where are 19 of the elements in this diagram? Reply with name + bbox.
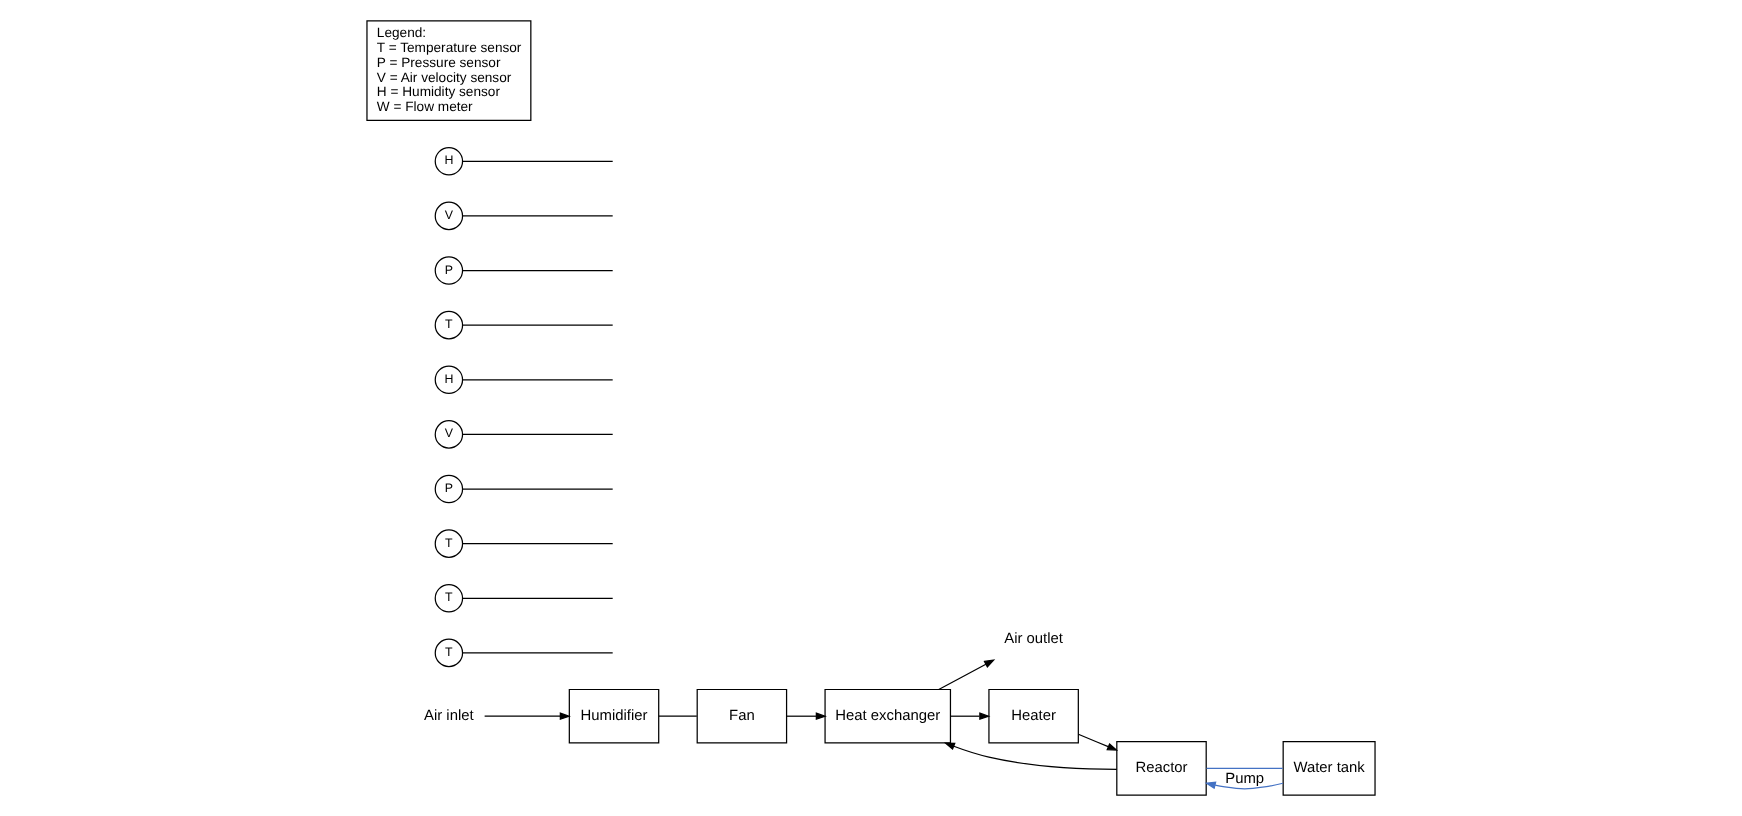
arrow <box>1204 781 1284 790</box>
arrow <box>1077 733 1119 751</box>
connector <box>1205 767 1284 769</box>
arrow <box>484 712 571 721</box>
connector <box>462 433 614 435</box>
connector <box>462 215 614 217</box>
arrow <box>950 712 991 721</box>
arrow <box>786 712 827 721</box>
connector <box>462 269 614 272</box>
connector <box>462 324 614 326</box>
connector <box>462 652 614 654</box>
connector <box>462 379 614 381</box>
connector <box>462 160 614 162</box>
arrow <box>938 659 996 691</box>
connector <box>658 715 698 717</box>
arrow <box>943 742 1118 770</box>
connector <box>462 543 614 545</box>
connector <box>462 488 614 490</box>
connector <box>462 597 614 599</box>
